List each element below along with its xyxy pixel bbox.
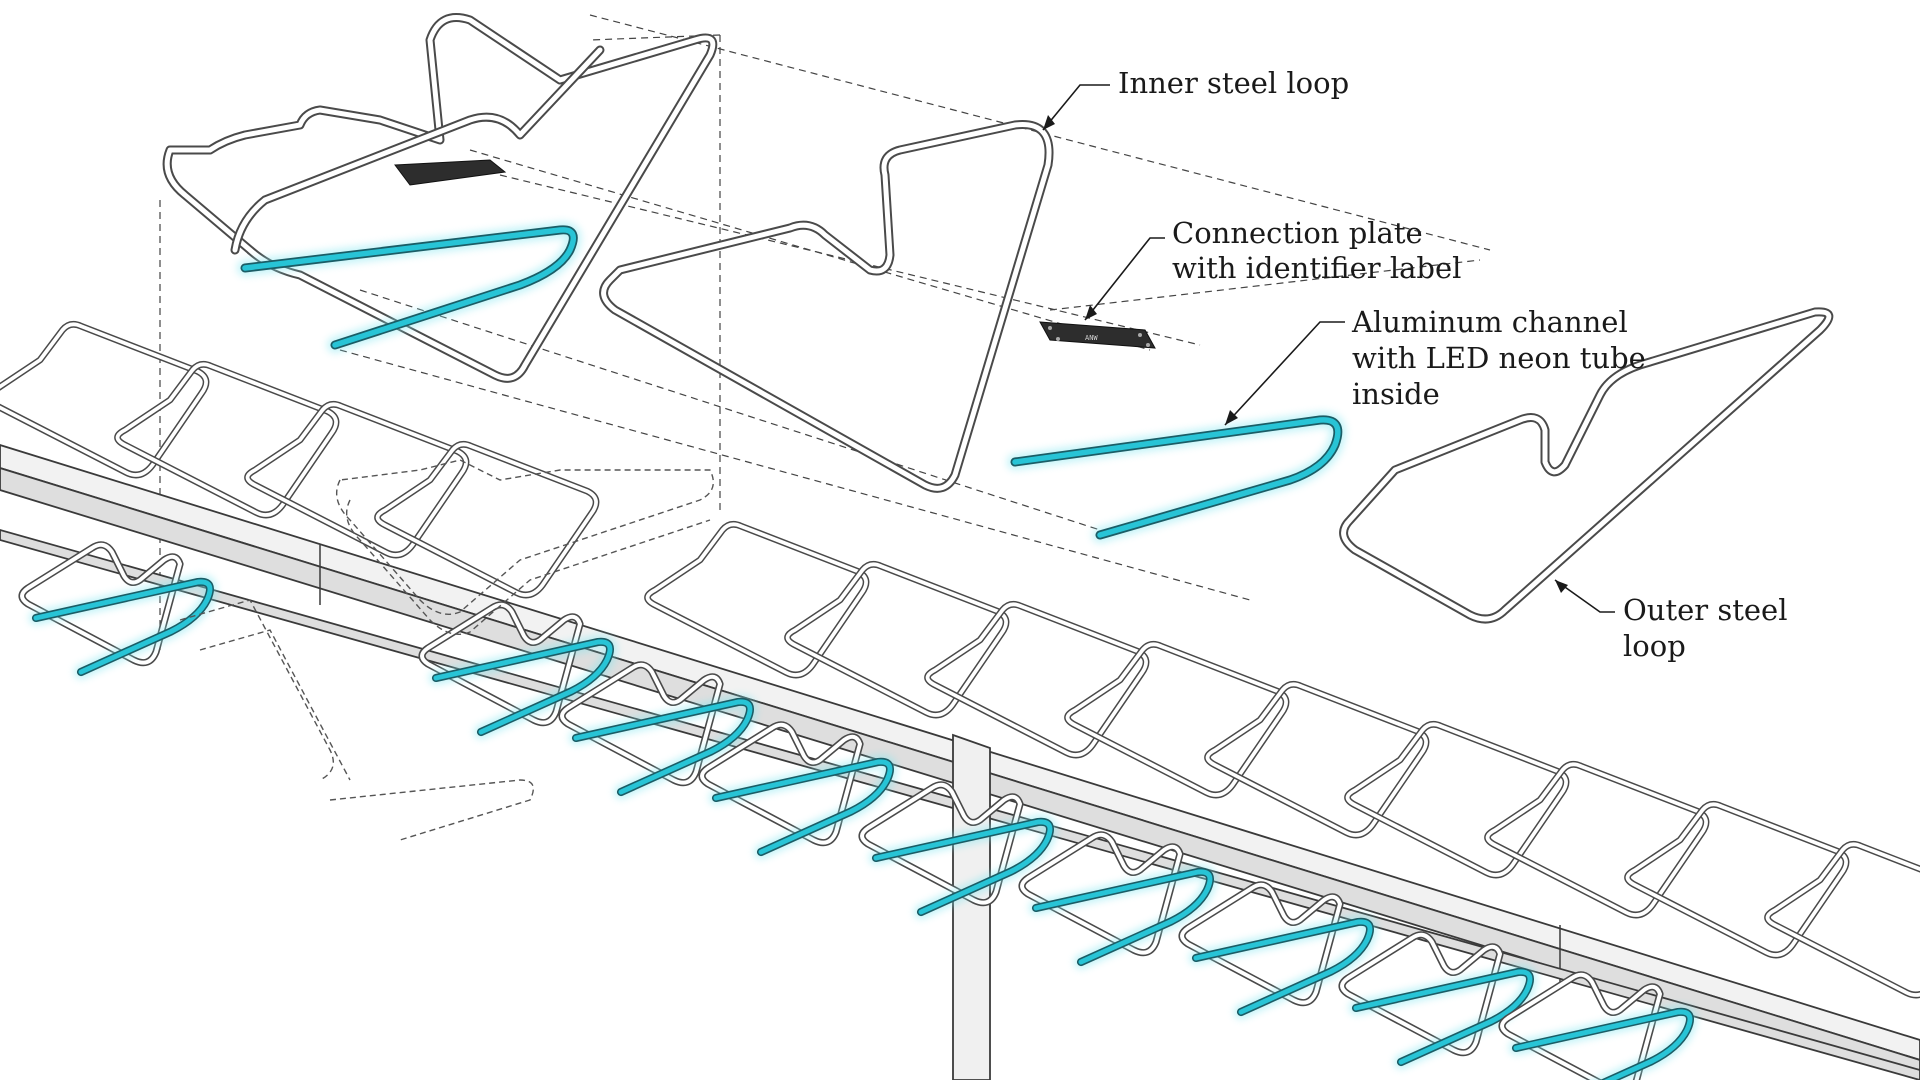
outer-steel-loop-label-line2: loop — [1623, 629, 1686, 663]
outer-steel-loop-assembled — [162, 13, 718, 383]
neon-assembled — [237, 221, 582, 353]
support-post — [952, 733, 991, 1080]
inner-steel-loop-label: Inner steel loop — [1118, 66, 1349, 100]
plate-assembled — [394, 159, 507, 186]
plate-identifier-text: ANW — [1085, 334, 1098, 342]
outer-steel-loop — [1339, 307, 1834, 624]
aluminum-channel-label-line3: inside — [1352, 377, 1440, 411]
label-connection-plate: Connection plate with identifier label — [1084, 216, 1461, 321]
rack-outer-loop — [1068, 644, 1287, 795]
rack-neon-channel — [1516, 1012, 1690, 1080]
rack-neon-channel — [36, 582, 210, 672]
rack-outer-loop — [1348, 724, 1567, 875]
outer-steel-loop-label-line1: Outer steel — [1623, 593, 1787, 627]
label-inner-steel-loop: Inner steel loop — [1042, 66, 1349, 131]
rack-neon-channel — [1196, 922, 1370, 1012]
rack-neon-channel — [1036, 872, 1210, 962]
rack-outer-loop — [928, 604, 1147, 755]
label-outer-steel-loop: Outer steel loop — [1554, 579, 1787, 663]
rack-neon-channel — [576, 702, 750, 792]
aluminum-channel-label-line2: with LED neon tube — [1352, 341, 1646, 375]
rack-outer-loop — [648, 524, 867, 675]
connection-plate: ANW — [1039, 321, 1156, 349]
rack-outer-loop — [788, 564, 1007, 715]
rack-outer-loop — [1208, 684, 1427, 835]
aluminum-channel — [1007, 411, 1346, 543]
rack-outer-loop — [0, 324, 206, 475]
label-aluminum-channel: Aluminum channel with LED neon tube insi… — [1224, 305, 1646, 426]
connection-plate-label-line1: Connection plate — [1172, 216, 1423, 250]
connection-plate-label-line2: with identifier label — [1172, 251, 1461, 285]
aluminum-channel-label-line1: Aluminum channel — [1351, 305, 1628, 339]
rack-outer-loop — [1488, 764, 1707, 915]
inner-steel-loop — [599, 120, 1054, 493]
rack-outer-loop — [1628, 804, 1847, 955]
ghost-loop-placeholder — [179, 459, 714, 841]
